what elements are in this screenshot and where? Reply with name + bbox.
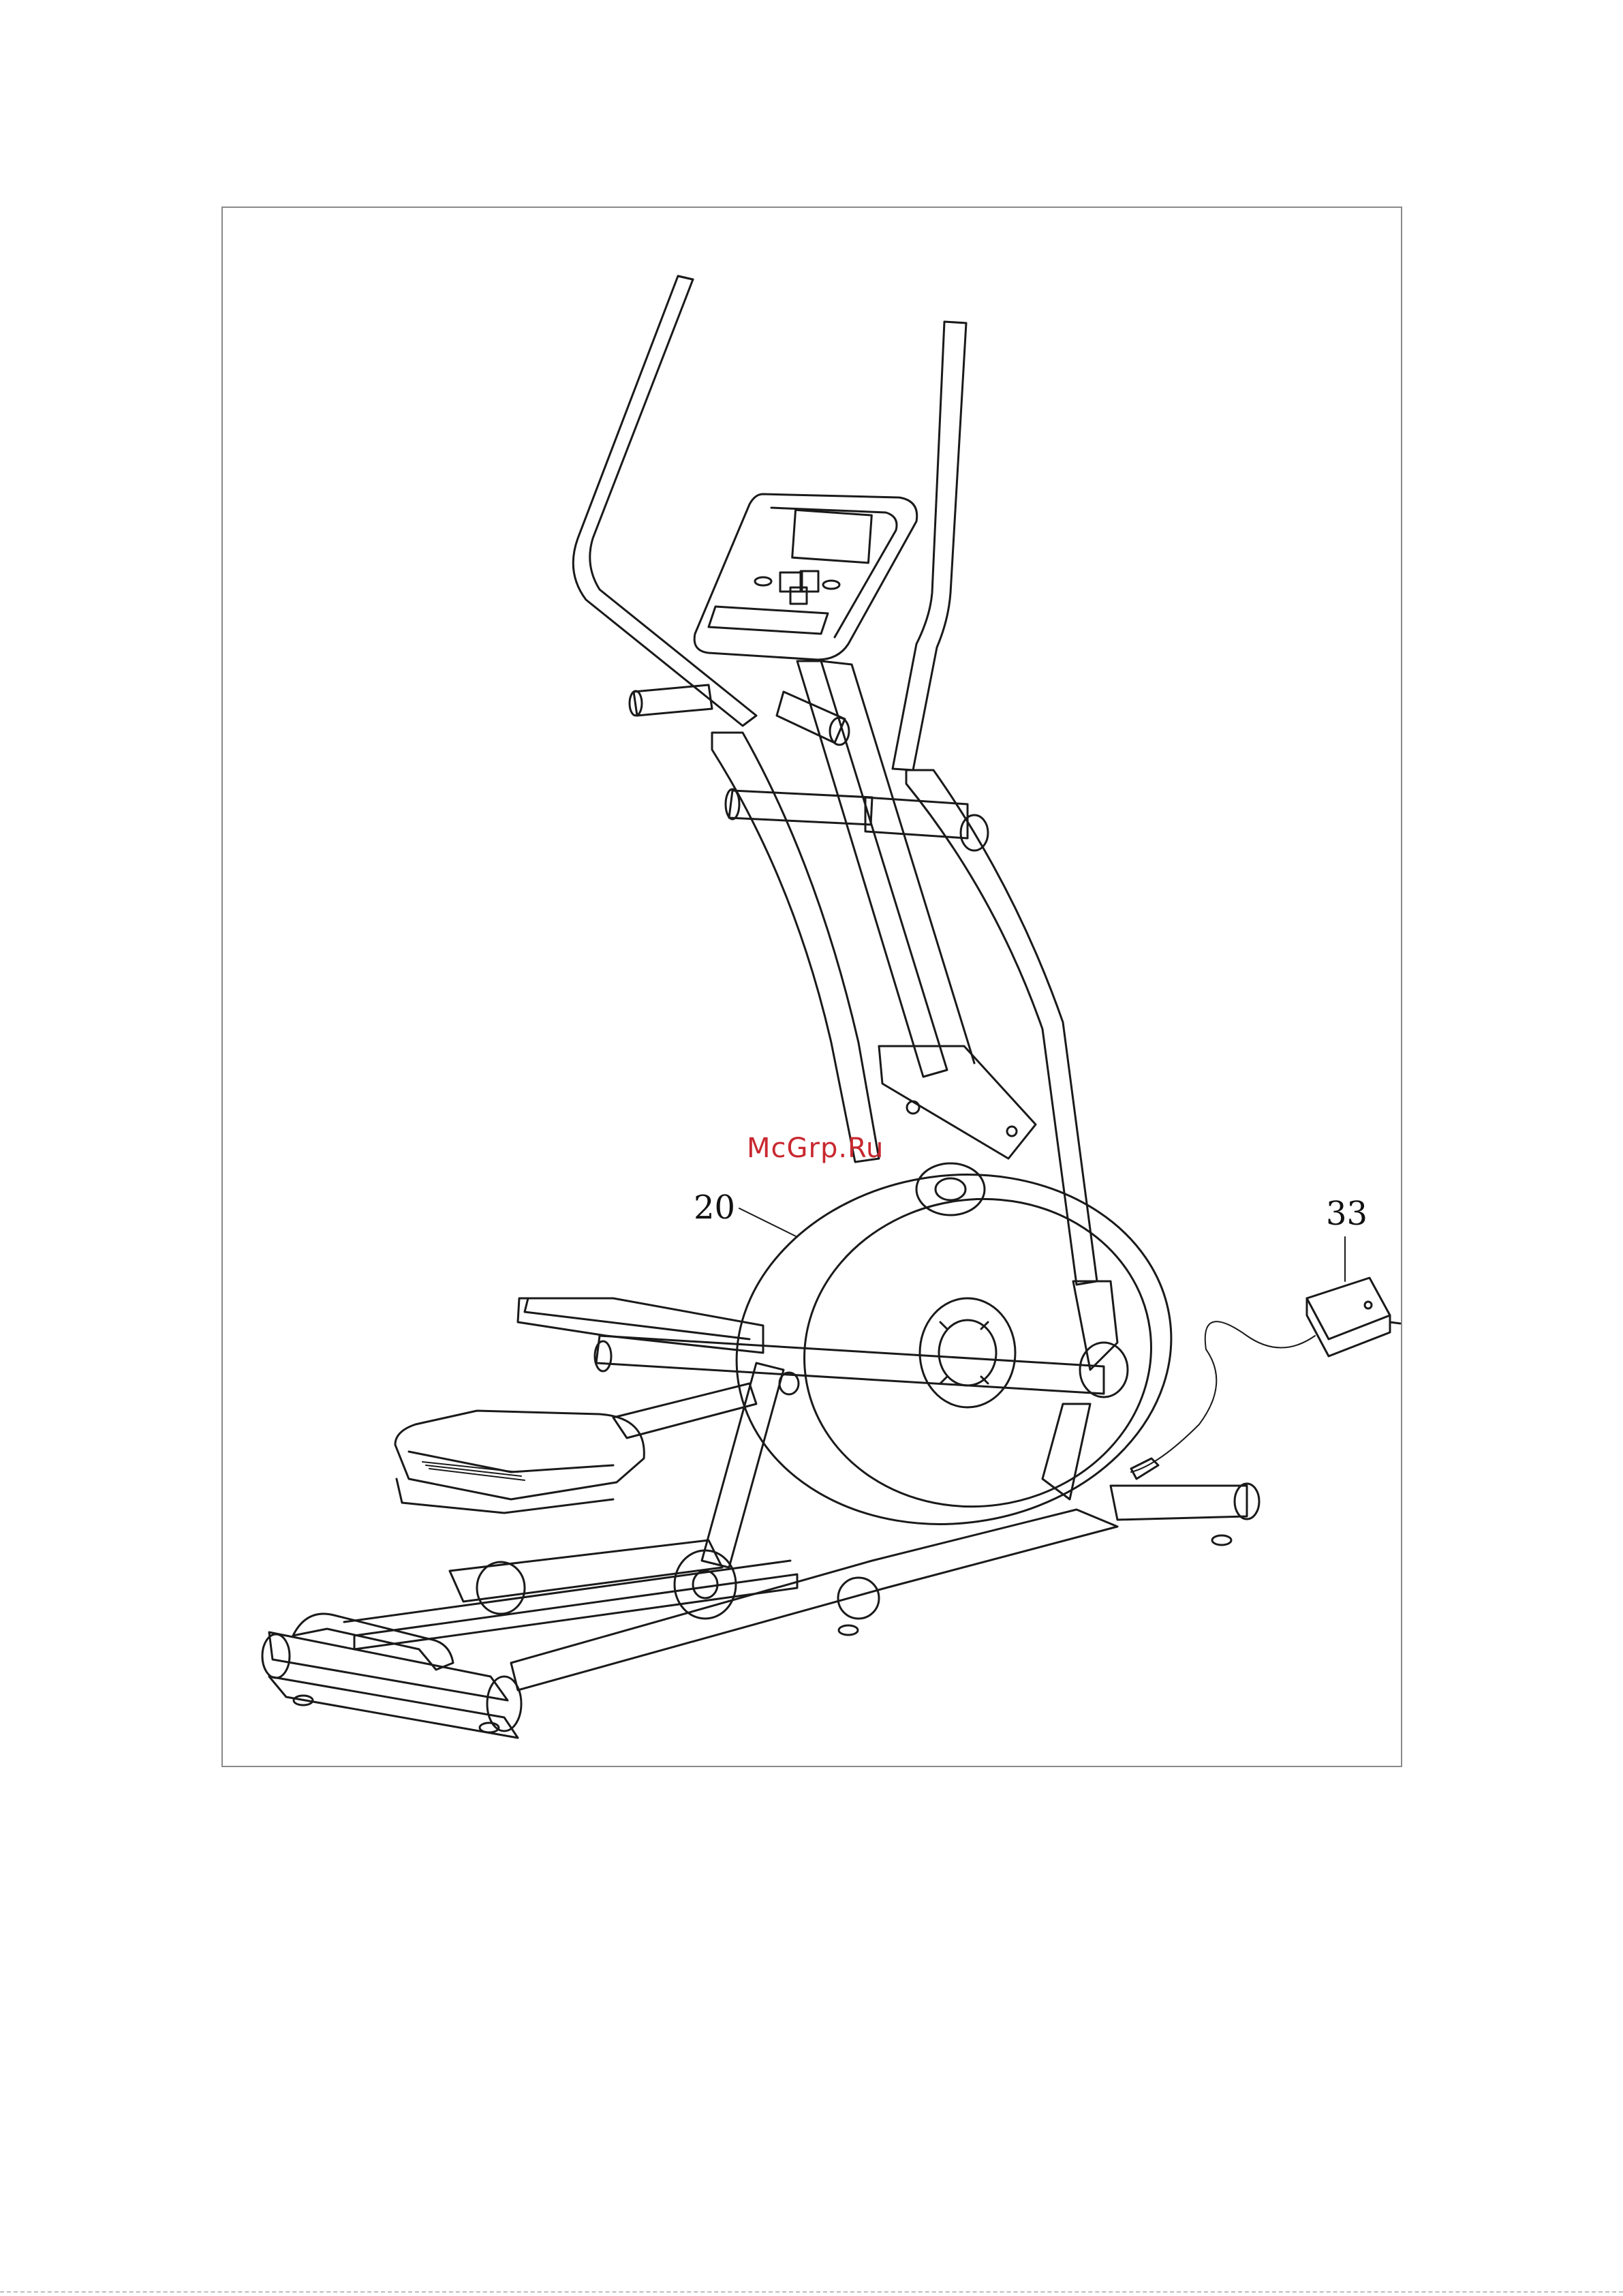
page-edge <box>0 2291 1623 2293</box>
pedal-cross-bar <box>596 1336 1104 1394</box>
watermark: McGrp.Ru <box>747 1133 884 1164</box>
lower-linkage <box>450 1363 784 1619</box>
flywheel <box>714 1147 1194 1552</box>
right-arm-tube <box>865 770 1097 1285</box>
lower-pedal <box>395 1411 644 1513</box>
console <box>694 494 917 660</box>
hand-grips <box>630 685 849 745</box>
leader-lines <box>739 1208 1345 1281</box>
upper-pedal <box>518 1298 763 1371</box>
base-frame <box>262 1484 1259 1738</box>
left-arm-tube <box>712 733 879 1162</box>
mast-shroud <box>879 1046 1036 1159</box>
callout-20: 20 <box>694 1191 735 1224</box>
crank-pivots <box>916 1163 1128 1499</box>
left-handlebar <box>573 276 756 726</box>
callout-33: 33 <box>1326 1197 1367 1230</box>
console-buttons <box>755 571 839 604</box>
power-adapter <box>1131 1278 1400 1479</box>
